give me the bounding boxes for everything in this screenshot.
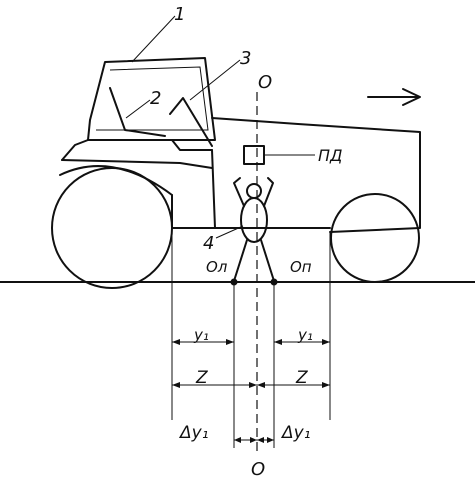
- cab-window: [96, 66, 209, 131]
- direction-arrow-icon: [402, 88, 421, 106]
- dim-y1-right-label: y₁: [297, 326, 313, 344]
- dim-arrow: [226, 339, 234, 345]
- operator-left-leg: [233, 239, 248, 282]
- steering-wheel: [109, 87, 166, 137]
- dim-arrow: [322, 382, 330, 388]
- dim-delta-right-label: Δy₁: [280, 423, 311, 443]
- rear-wheel-fender: [59, 165, 173, 196]
- dim-z-right-label: Z: [295, 368, 308, 388]
- callout-3-leader: [189, 59, 241, 101]
- frame-vertical: [211, 149, 216, 229]
- operator-body: [240, 197, 268, 243]
- body-step: [87, 139, 213, 151]
- left-foot-label: Oл: [206, 258, 228, 276]
- callout-1-leader: [131, 15, 176, 63]
- callout-2-leader: [125, 99, 151, 119]
- fender-line: [61, 159, 213, 169]
- dim-z-left-label: Z: [195, 368, 208, 388]
- right-foot-label: Oп: [290, 258, 312, 276]
- dim-delta-left-label: Δy₁: [178, 423, 209, 443]
- frame-bottom: [171, 194, 331, 229]
- control-lever: [169, 97, 213, 147]
- callout-1-label: 1: [174, 4, 185, 25]
- axis-top-label: O: [258, 72, 272, 93]
- axis-bottom-label: O: [251, 459, 265, 480]
- dim-arrow: [249, 382, 257, 388]
- callout-4-leader: [215, 225, 244, 239]
- dim-arrow: [257, 382, 265, 388]
- dim-arrow: [172, 382, 180, 388]
- callout-4-label: 4: [203, 233, 214, 254]
- dim-arrow: [322, 339, 330, 345]
- front-fender-edge: [61, 139, 89, 161]
- operator-right-leg: [260, 239, 275, 282]
- dim-arrow: [257, 437, 264, 443]
- tractor-hood: [211, 117, 421, 233]
- operator-right-arm: [263, 177, 274, 207]
- front-wheel: [330, 193, 420, 283]
- operator-head: [246, 183, 262, 199]
- rear-wheel: [51, 167, 173, 289]
- sensor-box: [243, 145, 265, 165]
- sensor-label: ПД: [318, 146, 343, 165]
- dim-arrow: [234, 437, 241, 443]
- callout-3-label: 3: [240, 48, 251, 69]
- operator-left-arm: [233, 177, 245, 207]
- dim-arrow: [250, 437, 257, 443]
- dim-arrow: [172, 339, 180, 345]
- dim-y1-left-label: y₁: [193, 326, 209, 344]
- callout-2-label: 2: [150, 88, 161, 109]
- dim-arrow: [267, 437, 274, 443]
- dim-arrow: [274, 339, 282, 345]
